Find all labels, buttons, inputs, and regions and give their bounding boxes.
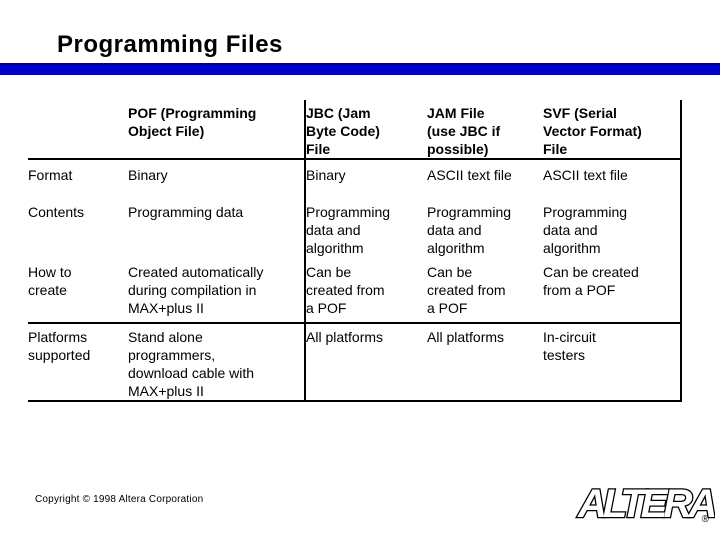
table-cell: Can be created from a POF	[304, 263, 427, 324]
copyright-text: Copyright © 1998 Altera Corporation	[35, 494, 204, 505]
altera-logo-text: ALTERA	[577, 482, 714, 526]
table-cell: Binary	[128, 167, 168, 183]
table-cell: Programming data and algorithm	[427, 204, 512, 256]
table-cell: In-circuit testers	[543, 323, 682, 402]
table-cell: ASCII text file	[427, 167, 512, 183]
row-label-contents: Contents	[28, 204, 85, 220]
table-cell: Created automatically during compilation…	[128, 263, 305, 324]
row-label-how-to-create: How to create	[28, 263, 128, 324]
table-cell: Programming data and algorithm	[304, 203, 427, 263]
altera-logo: ALTERA ®	[575, 480, 720, 528]
slide-title: Programming Files	[57, 31, 283, 58]
table-cell: Programming data	[128, 204, 244, 220]
table-header-row: POF (Programming Object File) JBC (Jam B…	[28, 100, 682, 160]
corner-cell	[28, 100, 128, 160]
table-cell: Binary	[304, 159, 427, 203]
registered-mark: ®	[701, 514, 709, 525]
title-accent-bar	[0, 63, 720, 75]
column-header-svf: SVF (Serial Vector Format) File	[543, 100, 682, 160]
table-cell: Can be created from a POF	[427, 263, 543, 324]
table-row-how-to-create: How to create Created automatically duri…	[28, 263, 682, 324]
column-header-jbc: JBC (Jam Byte Code) File	[304, 100, 427, 160]
table-cell: Programming data and algorithm	[543, 203, 682, 263]
table-row-format: Format Binary Binary ASCII text file ASC…	[28, 159, 682, 203]
column-header-pof: POF (Programming Object File)	[128, 100, 305, 160]
altera-logo-graphic: ALTERA	[576, 481, 720, 528]
table-cell: All platforms	[304, 323, 427, 402]
table-row-platforms-supported: Platforms supported Stand alone programm…	[28, 323, 682, 402]
table-cell: ASCII text file	[543, 159, 682, 203]
table-row-contents: Contents Programming data Programming da…	[28, 203, 682, 263]
row-label-format: Format	[28, 167, 73, 183]
table-cell: Can be created from a POF	[543, 263, 682, 324]
table-cell: Stand alone programmers, download cable …	[128, 323, 305, 402]
row-label-platforms-supported: Platforms supported	[28, 323, 128, 402]
file-comparison-table: POF (Programming Object File) JBC (Jam B…	[28, 100, 682, 402]
table-cell: All platforms	[427, 323, 543, 402]
column-header-jam: JAM File (use JBC if possible)	[427, 100, 543, 160]
